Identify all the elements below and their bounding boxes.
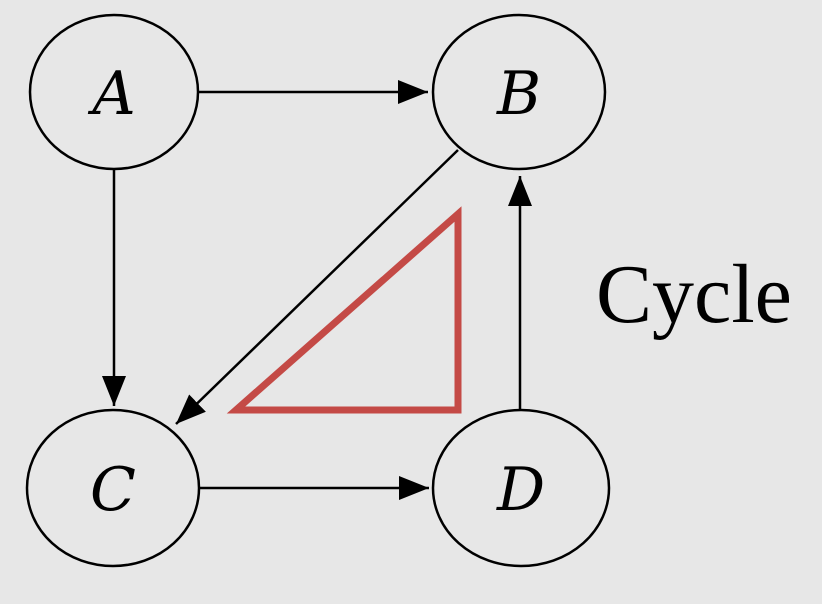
node-b-circle <box>431 13 607 171</box>
cycle-triangle-marker <box>226 206 462 414</box>
cycle-label: Cycle <box>596 248 792 341</box>
node-d-label: D <box>496 455 545 525</box>
edge-b-to-c <box>175 149 459 425</box>
node-d: D <box>431 408 611 568</box>
node-c: C <box>25 408 201 568</box>
node-b-label: B <box>496 59 541 129</box>
node-c-label: C <box>90 455 136 525</box>
node-d-circle <box>431 408 611 568</box>
edges <box>102 80 532 500</box>
node-c-circle <box>25 408 201 568</box>
node-a-circle <box>28 13 200 171</box>
node-a: A <box>28 13 200 171</box>
node-a-label: A <box>87 59 135 129</box>
node-b: B <box>431 13 607 171</box>
